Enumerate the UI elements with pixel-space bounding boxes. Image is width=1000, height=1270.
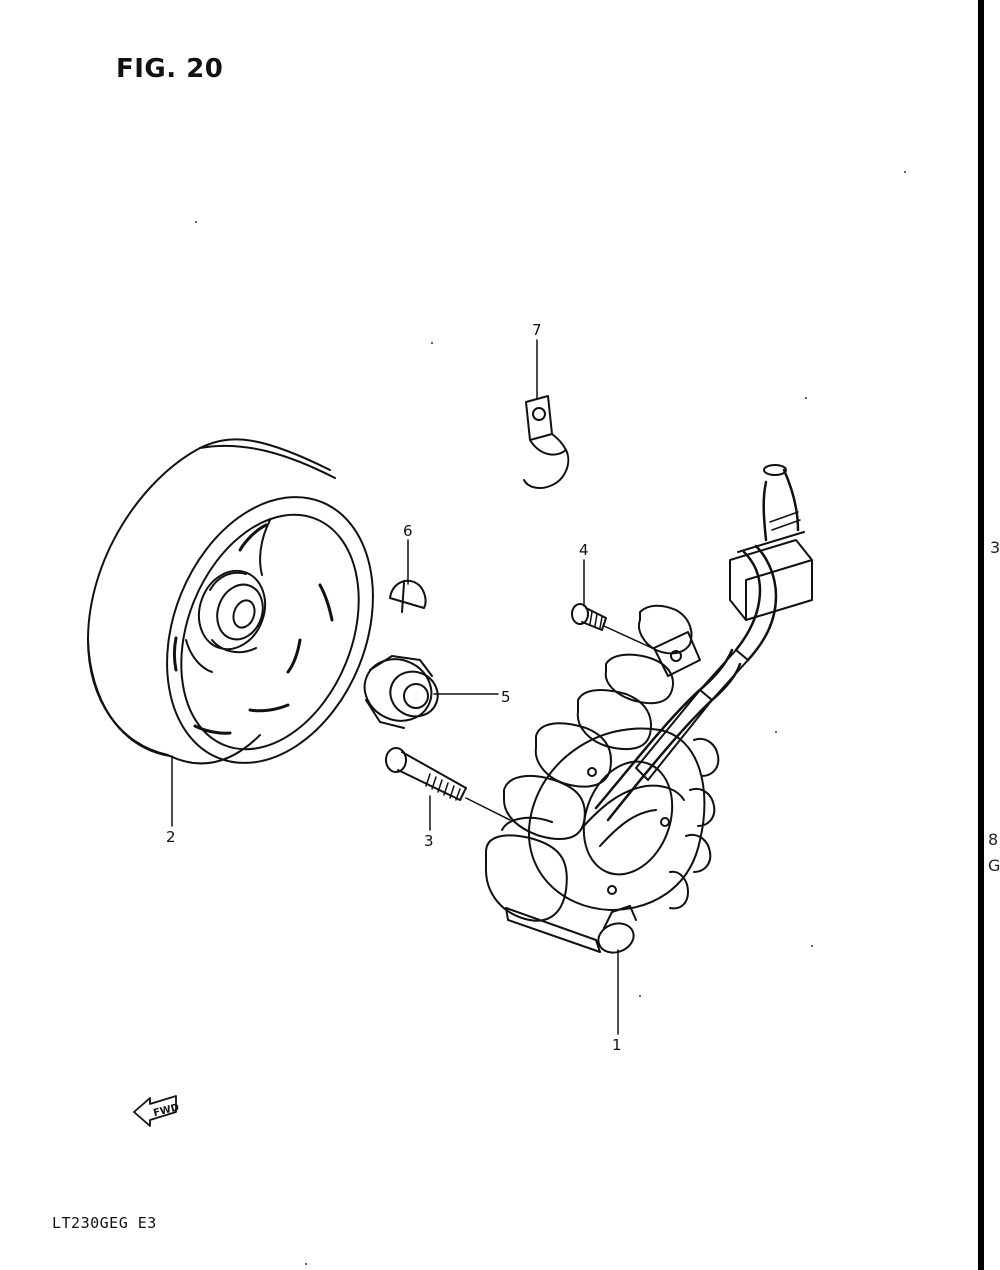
edge-fragment-b: 8 — [988, 830, 999, 849]
fwd-direction-arrow: FWD — [133, 1095, 180, 1127]
woodruff-key — [389, 579, 427, 613]
callout-2: 2 — [166, 828, 176, 846]
rotor-nut — [363, 655, 439, 729]
scan-specks — [195, 171, 906, 1265]
flywheel-rotor — [87, 438, 374, 765]
callout-4: 4 — [579, 541, 589, 559]
callout-5: 5 — [501, 688, 511, 706]
edge-fragment-a: 3 — [990, 538, 1000, 557]
stator-screw — [571, 603, 607, 631]
figure-title: FIG. 20 — [116, 54, 224, 84]
page-edge-bar — [978, 0, 984, 1270]
footer-model-code: LT230GEG E3 — [52, 1214, 157, 1232]
callout-7: 7 — [532, 321, 542, 339]
callout-3: 3 — [424, 832, 434, 850]
wire-clamp — [523, 395, 570, 489]
edge-fragment-c: G — [988, 856, 1000, 875]
stator-bolt — [385, 747, 467, 801]
leader-lines — [171, 339, 653, 1035]
callout-1: 1 — [612, 1036, 622, 1054]
stator-assembly — [485, 464, 813, 954]
callout-6: 6 — [403, 522, 413, 540]
